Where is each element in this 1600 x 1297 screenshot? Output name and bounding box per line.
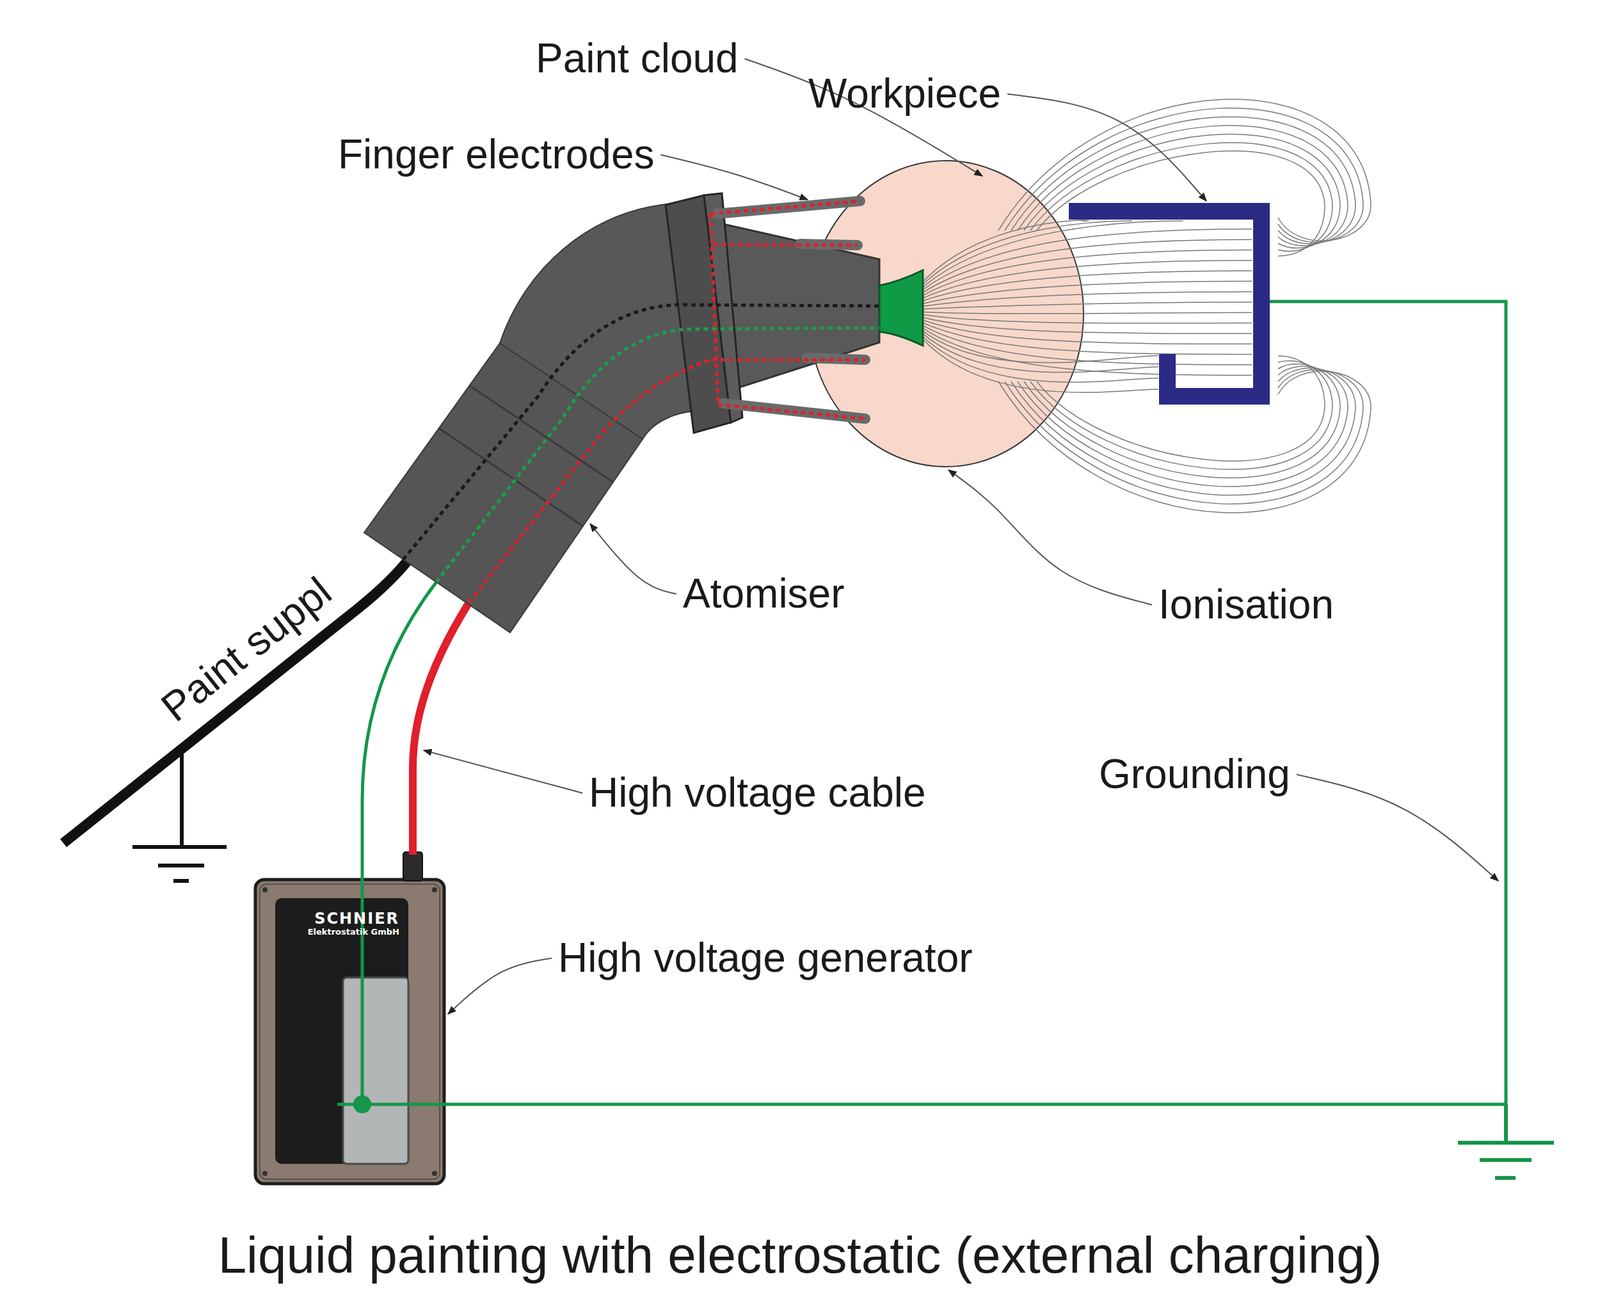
part-label: Paint suppl	[152, 568, 341, 732]
leader-lines	[423, 58, 1499, 1014]
part-label: High voltage cable	[588, 769, 927, 817]
field-line	[922, 260, 1252, 299]
field-line	[922, 220, 1184, 288]
field-line	[1017, 125, 1348, 246]
maker-badge: SCHNIERElektrostatik GmbH	[281, 907, 405, 941]
part-label: Grounding	[1098, 750, 1291, 799]
field-line	[1011, 368, 1356, 495]
field-line	[922, 339, 1159, 393]
field-line	[922, 317, 1252, 334]
atomiser	[364, 193, 923, 633]
brand-name: SCHNIER	[286, 910, 400, 927]
ground-wire	[362, 581, 437, 1104]
caption-text: Liquid painting with electrostatic (exte…	[0, 1226, 1600, 1284]
leader-line	[1007, 94, 1207, 201]
field-line	[922, 314, 1252, 323]
leader-line	[590, 523, 677, 594]
field-line	[922, 229, 1252, 290]
part-label: Ionisation	[1158, 581, 1334, 629]
field-line	[922, 322, 1252, 354]
field-line	[1024, 133, 1341, 248]
field-line	[922, 325, 1252, 365]
field-line	[1036, 355, 1325, 461]
workpiece-profile	[1068, 211, 1262, 397]
field-line	[922, 320, 1252, 344]
field-line	[1011, 116, 1356, 244]
high-voltage-cable	[412, 602, 470, 855]
part-label: Finger electrodes	[337, 131, 655, 179]
field-line	[1030, 142, 1333, 252]
ground-symbol	[1457, 1104, 1554, 1178]
ground-symbol	[132, 748, 227, 881]
part-label: Workpiece	[808, 70, 1001, 118]
field-line	[922, 270, 1252, 301]
part-label: Paint cloud	[535, 35, 739, 83]
paint-hose	[63, 558, 410, 843]
field-line	[922, 336, 1159, 383]
field-line	[922, 330, 1159, 363]
wire-junction	[353, 1095, 372, 1113]
field-line	[1024, 364, 1341, 479]
part-label: Atomiser	[682, 570, 845, 618]
brand-subtitle: Elektrostatik GmbH	[286, 926, 400, 937]
field-line	[998, 99, 1371, 241]
leader-line	[423, 750, 583, 793]
generator-body	[255, 851, 445, 1184]
field-line	[922, 311, 1252, 314]
leader-line	[660, 154, 808, 200]
leader-line	[448, 958, 552, 1014]
leader-line	[948, 469, 1152, 605]
field-line	[922, 220, 1133, 285]
field-line	[1017, 366, 1348, 487]
leader-line	[1296, 774, 1499, 881]
field-lines	[922, 99, 1371, 513]
ground-wire	[337, 301, 1506, 1104]
field-line	[1030, 360, 1333, 470]
part-label: High voltage generator	[558, 934, 973, 982]
field-line	[922, 280, 1252, 304]
field-line	[922, 302, 1252, 310]
field-line	[922, 328, 1252, 376]
